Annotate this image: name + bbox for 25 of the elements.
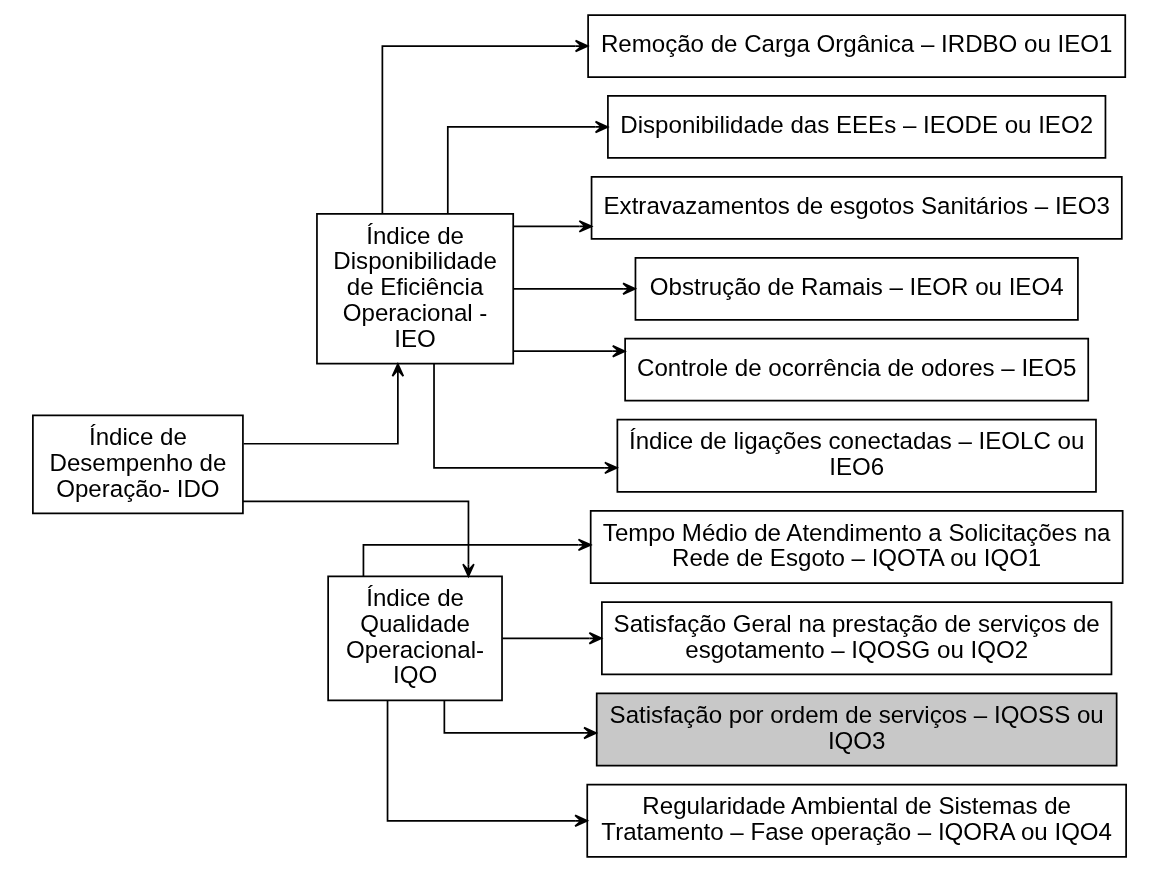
arrow: [512, 282, 636, 296]
node-box: Índice de Disponibilidade de Eficiência Operacional - IEO: [315, 213, 514, 365]
arrow: [446, 120, 608, 215]
arrow: [512, 220, 592, 233]
arrow: [432, 362, 618, 475]
arrow: [241, 500, 475, 578]
node-box: Remoção de Carga Orgânica – IRDBO ou IEO1: [586, 14, 1126, 78]
node-box: Controle de ocorrência de odores – IEO5: [623, 337, 1089, 402]
node-box: Obstrução de Ramais – IEOR ou IEO4: [634, 256, 1079, 321]
node-box: Índice de Qualidade Operacional- IQO: [326, 575, 503, 702]
node-box: Índice de Desempenho de Operação- IDO: [31, 414, 244, 515]
node-box: Satisfação Geral na prestação de serviços de esgotamento – IQOSG ou IQO2: [600, 601, 1112, 676]
arrow: [443, 699, 597, 740]
arrow: [386, 699, 588, 828]
arrow: [500, 632, 602, 645]
node-box: Disponibilidade das EEEs – IEODE ou IEO2: [606, 95, 1106, 159]
node-box: Regularidade Ambiental de Sistemas de Tratamento – Fase operação – IQORA ou IQO4: [585, 783, 1127, 858]
arrow: [512, 344, 626, 358]
node-box: Extravazamentos de esgotos Sanitários – IEO3: [590, 176, 1123, 240]
arrow: [242, 363, 404, 445]
node-box: Índice de ligações conectadas – IEOLC ou IEO6: [616, 418, 1097, 493]
node-box: Tempo Médio de Atendimento a Solicitações na Rede de Esgoto – IQOTA ou IQO1: [589, 510, 1124, 585]
arrow: [381, 39, 588, 215]
node-box: Satisfação por ordem de serviços – IQOSS ou IQO3: [595, 692, 1117, 767]
arrow: [362, 538, 591, 577]
